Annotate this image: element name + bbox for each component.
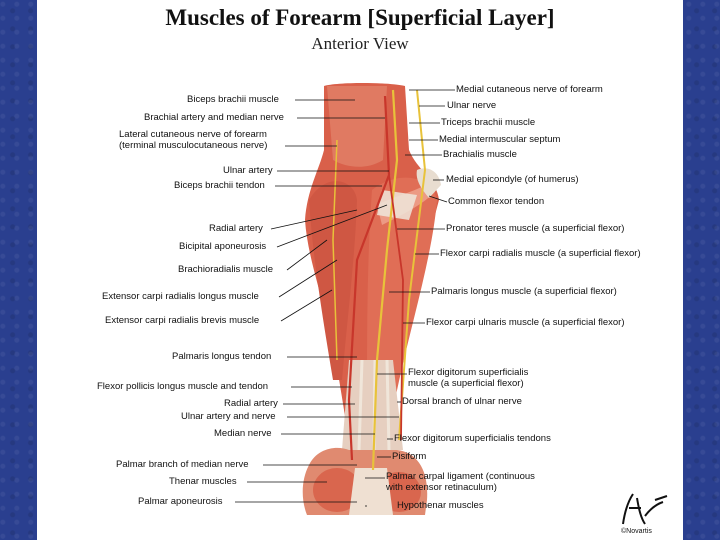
label-ecrb: Extensor carpi radialis brevis muscle: [105, 315, 260, 326]
label-biceps-brachii-muscle: Biceps brachii muscle: [187, 94, 279, 105]
label-fds-line1: Flexor digitorum superficialis: [408, 367, 529, 378]
biceps-shape: [327, 86, 387, 167]
label-triceps: Triceps brachii muscle: [441, 117, 536, 128]
label-ulnar-artery-nerve: Ulnar artery and nerve: [181, 411, 276, 422]
aponeurosis-shape: [377, 190, 417, 220]
label-hypothenar: Hypothenar muscles: [397, 500, 484, 511]
brachial-artery-line: [347, 95, 391, 461]
label-brachialis: Brachialis muscle: [443, 149, 517, 160]
label-palmar-carpal-line2: with extensor retinaculum): [386, 482, 497, 493]
forearm-illustration: [235, 83, 455, 515]
netter-signature-logo: [622, 493, 668, 525]
label-biceps-tendon: Biceps brachii tendon: [174, 180, 265, 191]
brachioradialis-shape: [309, 181, 357, 380]
label-palmaris-tendon: Palmaris longus tendon: [172, 351, 272, 362]
slide-canvas: Muscles of Forearm [Superficial Layer] A…: [37, 0, 683, 540]
label-fcr: Flexor carpi radialis muscle (a superfic…: [440, 248, 641, 259]
label-radial-artery-2: Radial artery: [224, 398, 278, 409]
lateral-cutaneous-line: [332, 139, 338, 361]
label-fcu: Flexor carpi ulnaris muscle (a superfici…: [426, 317, 625, 328]
label-ecrl: Extensor carpi radialis longus muscle: [102, 291, 259, 302]
label-palmar-aponeurosis: Palmar aponeurosis: [138, 496, 223, 507]
label-ulnar-nerve: Ulnar nerve: [447, 100, 497, 111]
label-palmar-branch: Palmar branch of median nerve: [116, 459, 249, 470]
label-fds-line2: muscle (a superficial flexor): [408, 378, 524, 389]
label-pronator-teres: Pronator teres muscle (a superficial fle…: [446, 223, 625, 234]
median-nerve-line: [371, 89, 399, 471]
label-dorsal-branch: Dorsal branch of ulnar nerve: [402, 396, 522, 407]
label-thenar: Thenar muscles: [169, 476, 237, 487]
right-leader-lines: [365, 89, 455, 507]
label-radial-artery: Radial artery: [209, 223, 263, 234]
label-fds-tendons: Flexor digitorum superficialis tendons: [394, 433, 551, 444]
left-leader-lines: [235, 99, 399, 503]
thenar-shape: [313, 468, 361, 512]
label-brachial-artery: Brachial artery and median nerve: [144, 112, 284, 123]
label-medial-epicondyle: Medial epicondyle (of humerus): [446, 174, 579, 185]
slide-title: Muscles of Forearm [Superficial Layer]: [165, 5, 555, 30]
label-lateral-cutaneous-line2: (terminal musculocutaneous nerve): [119, 140, 268, 151]
label-pisiform: Pisiform: [392, 451, 427, 462]
ulnar-artery-line: [388, 174, 404, 441]
label-common-flexor: Common flexor tendon: [448, 196, 545, 207]
label-bicipital-aponeurosis: Bicipital aponeurosis: [179, 241, 267, 252]
ulnar-nerve-line: [398, 89, 427, 441]
label-lateral-cutaneous-line1: Lateral cutaneous nerve of forearm: [119, 129, 267, 140]
common-flexor-shape: [416, 168, 441, 198]
label-ulnar-artery: Ulnar artery: [223, 165, 273, 176]
label-palmar-carpal-line1: Palmar carpal ligament (continuous: [386, 471, 535, 482]
novartis-credit: ©Novartis: [621, 528, 652, 535]
label-brachioradialis: Brachioradialis muscle: [178, 264, 274, 275]
label-median-nerve: Median nerve: [214, 428, 272, 439]
label-palmaris-longus: Palmaris longus muscle (a superficial fl…: [431, 286, 617, 297]
palmar-aponeurosis-shape: [349, 468, 393, 515]
label-medial-cutaneous: Medial cutaneous nerve of forearm: [456, 84, 603, 95]
slide-subtitle: Anterior View: [311, 34, 409, 53]
label-fpl: Flexor pollicis longus muscle and tendon: [97, 381, 269, 392]
label-medial-septum: Medial intermuscular septum: [439, 134, 561, 145]
